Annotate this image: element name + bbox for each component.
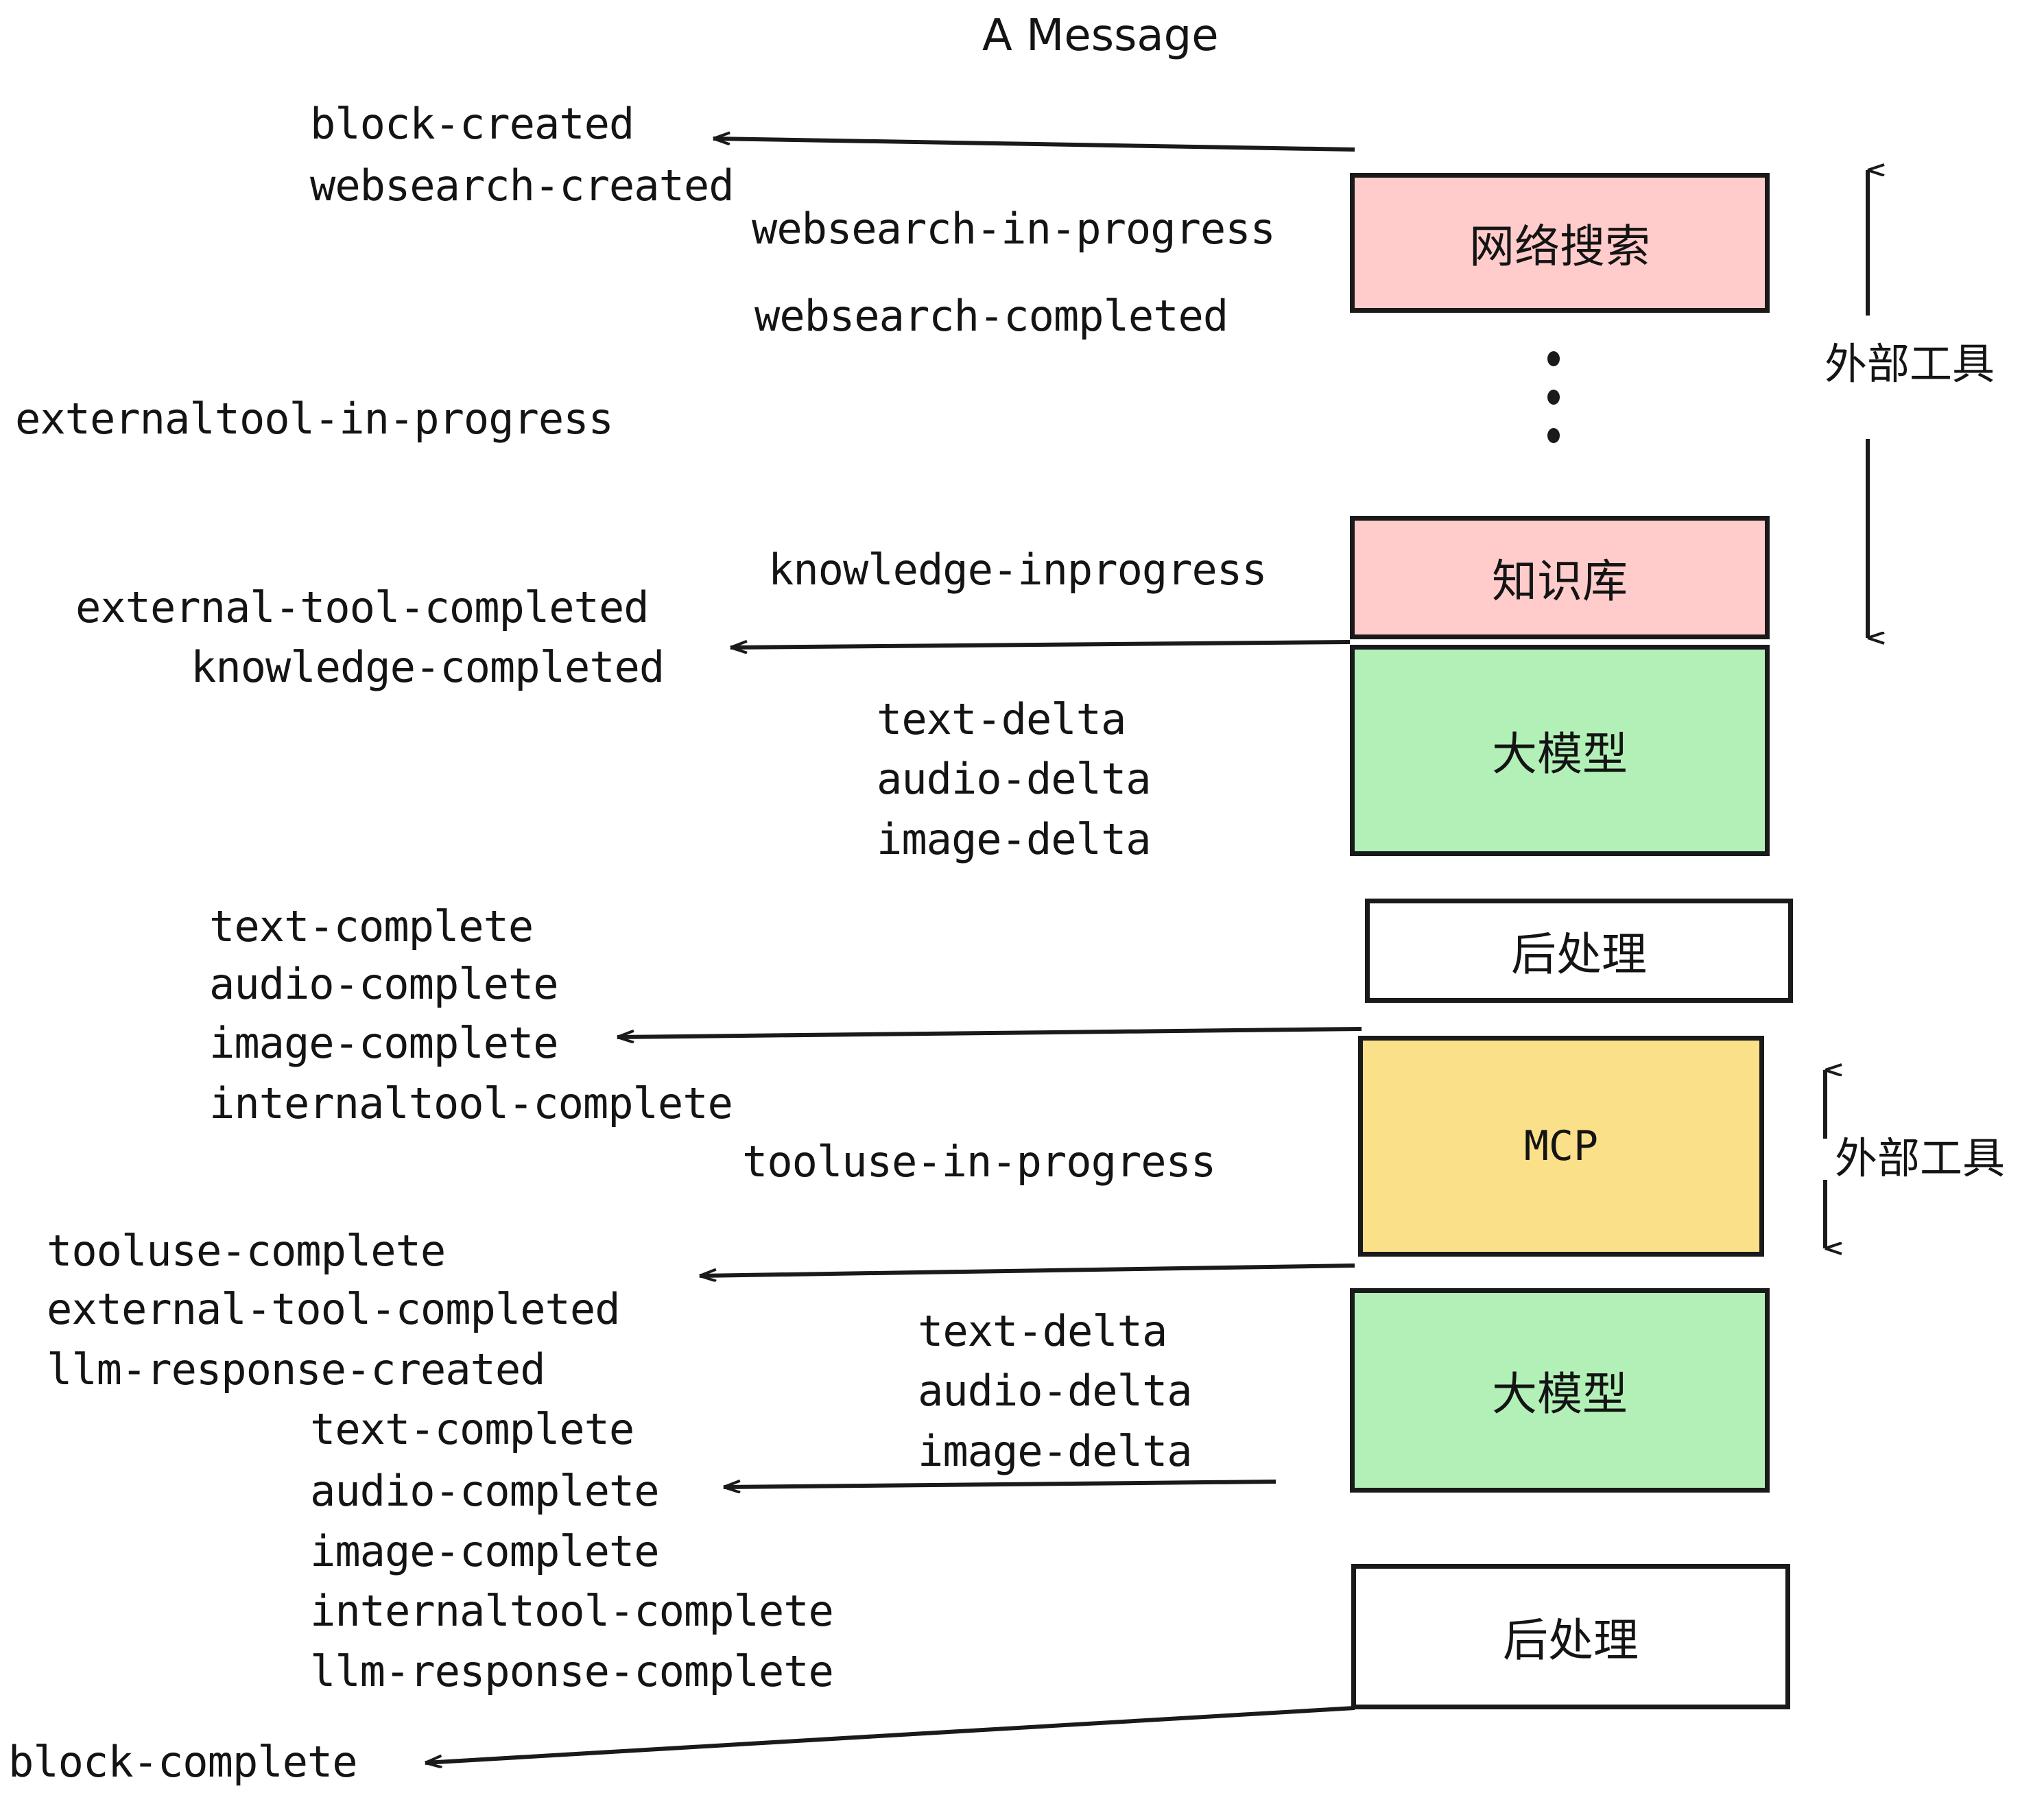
node-llm-1-label: 大模型 bbox=[1492, 728, 1628, 781]
event-image-complete-2: image-complete bbox=[310, 1526, 660, 1576]
arrow-postproc-to-image-complete bbox=[617, 1027, 1362, 1037]
node-llm-1[interactable]: 大模型 bbox=[1350, 645, 1770, 856]
event-knowledge-completed: knowledge-completed bbox=[191, 642, 665, 692]
node-knowledge[interactable]: 知识库 bbox=[1350, 516, 1770, 639]
event-websearch-in-progress: websearch-in-progress bbox=[752, 204, 1276, 254]
event-audio-complete-2: audio-complete bbox=[310, 1466, 660, 1516]
event-image-delta-1: image-delta bbox=[877, 814, 1152, 864]
node-postprocess-1-label: 后处理 bbox=[1511, 928, 1647, 981]
diagram-title: A Message bbox=[982, 10, 1219, 61]
node-postprocess-2-label: 后处理 bbox=[1503, 1614, 1639, 1667]
node-llm-2[interactable]: 大模型 bbox=[1350, 1288, 1770, 1493]
event-image-complete-1: image-complete bbox=[209, 1018, 559, 1068]
event-knowledge-inprogress: knowledge-inprogress bbox=[768, 545, 1268, 595]
event-image-delta-2: image-delta bbox=[918, 1426, 1193, 1476]
event-text-complete-1: text-complete bbox=[209, 901, 534, 951]
node-llm-2-label: 大模型 bbox=[1492, 1368, 1628, 1421]
ellipsis-dots bbox=[1547, 351, 1560, 443]
arrow-mcp-to-tooluse-complete bbox=[700, 1263, 1355, 1276]
arrow-llm2-to-audio-complete bbox=[724, 1482, 1276, 1487]
event-audio-delta-1: audio-delta bbox=[877, 754, 1152, 804]
arrow-knowledge-to-completed bbox=[730, 642, 1351, 648]
event-audio-complete-1: audio-complete bbox=[209, 959, 559, 1009]
event-internaltool-complete-2: internaltool-complete bbox=[310, 1586, 834, 1636]
side-label-external-tools-top: 外部工具 bbox=[1825, 339, 1995, 389]
event-text-complete-2: text-complete bbox=[310, 1404, 634, 1454]
event-websearch-completed: websearch-completed bbox=[754, 291, 1228, 341]
arrow-websearch-to-block-created bbox=[713, 139, 1355, 152]
event-audio-delta-2: audio-delta bbox=[918, 1366, 1193, 1416]
node-websearch[interactable]: 网络搜索 bbox=[1350, 173, 1770, 313]
node-knowledge-label: 知识库 bbox=[1492, 555, 1628, 608]
event-tooluse-in-progress: tooluse-in-progress bbox=[742, 1137, 1216, 1187]
event-externaltool-in-progress: externaltool-in-progress bbox=[15, 394, 614, 444]
node-postprocess-1[interactable]: 后处理 bbox=[1365, 899, 1793, 1003]
event-internaltool-complete-1: internaltool-complete bbox=[209, 1078, 733, 1128]
event-websearch-created: websearch-created bbox=[310, 161, 735, 211]
node-mcp-label: MCP bbox=[1523, 1122, 1599, 1170]
node-mcp[interactable]: MCP bbox=[1358, 1036, 1764, 1257]
arrow-postproc2-to-block-complete bbox=[425, 1706, 1355, 1763]
event-llm-response-complete: llm-response-complete bbox=[310, 1646, 834, 1696]
event-external-tool-completed-1: external-tool-completed bbox=[75, 582, 650, 632]
event-tooluse-complete: tooluse-complete bbox=[47, 1226, 446, 1276]
event-text-delta-2: text-delta bbox=[918, 1306, 1167, 1356]
event-block-created: block-created bbox=[310, 99, 634, 149]
side-label-external-tools-bottom: 外部工具 bbox=[1835, 1133, 2006, 1183]
node-postprocess-2[interactable]: 后处理 bbox=[1351, 1564, 1790, 1709]
event-external-tool-completed-2: external-tool-completed bbox=[47, 1284, 621, 1334]
event-text-delta-1: text-delta bbox=[877, 694, 1126, 744]
event-block-complete: block-complete bbox=[8, 1737, 358, 1787]
node-websearch-label: 网络搜索 bbox=[1469, 220, 1650, 273]
event-llm-response-created: llm-response-created bbox=[47, 1344, 546, 1394]
